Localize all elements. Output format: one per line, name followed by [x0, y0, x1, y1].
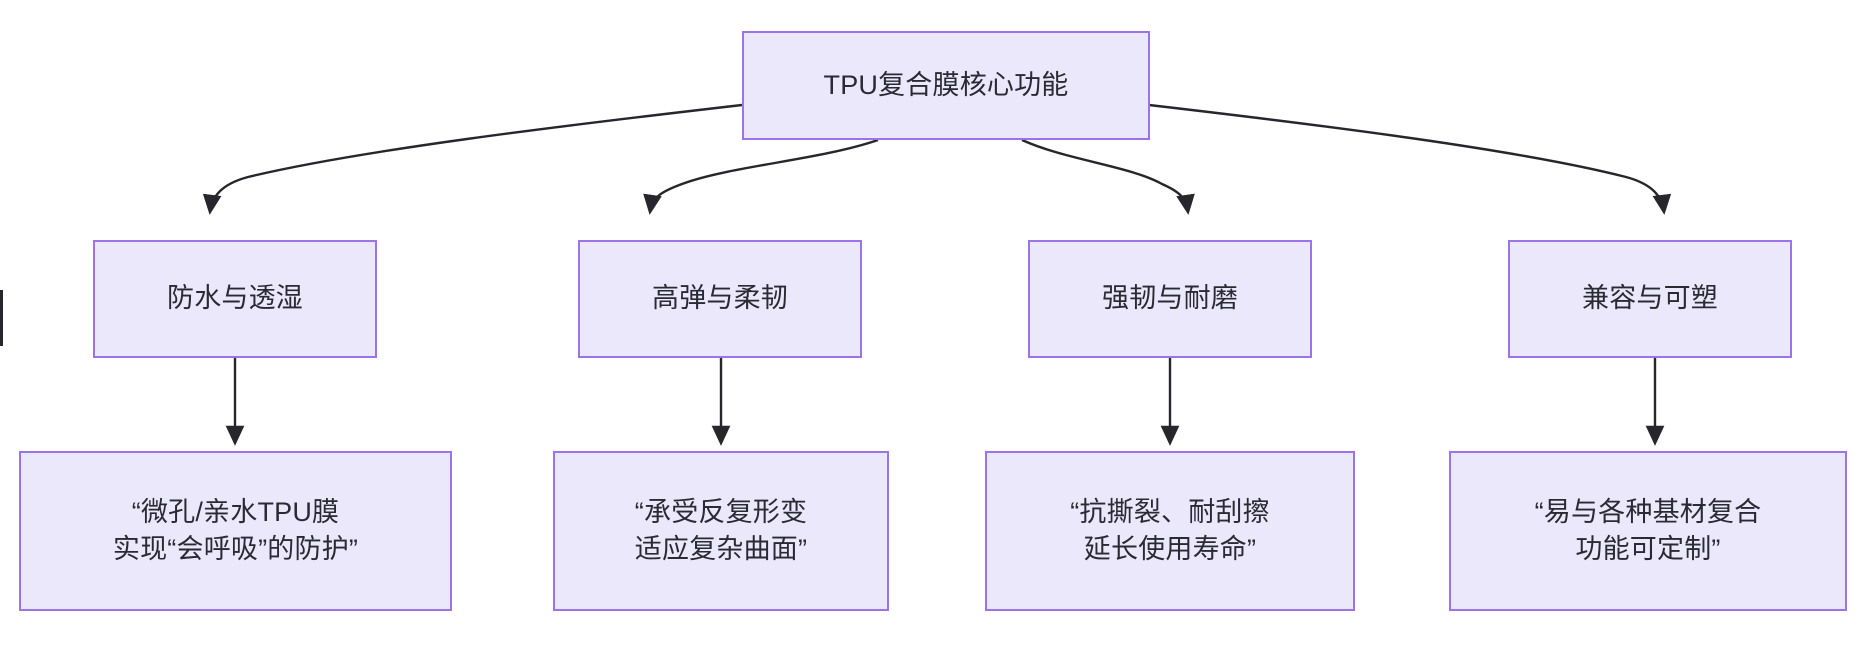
node-branch-2[interactable]: 高弹与柔韧	[578, 240, 862, 358]
node-root-label: TPU复合膜核心功能	[823, 69, 1069, 100]
node-leaf-1[interactable]: “微孔/亲水TPU膜 实现“会呼吸”的防护”	[19, 451, 452, 611]
node-branch-4[interactable]: 兼容与可塑	[1508, 240, 1792, 358]
node-leaf-3[interactable]: “抗撕裂、耐刮擦 延长使用寿命”	[985, 451, 1355, 611]
node-leaf-2-label: “承受反复形变 适应复杂曲面”	[634, 496, 808, 564]
node-leaf-2[interactable]: “承受反复形变 适应复杂曲面”	[553, 451, 889, 611]
node-leaf-3-label: “抗撕裂、耐刮擦 延长使用寿命”	[1070, 496, 1270, 564]
edge-root-to-branch-2	[643, 138, 879, 215]
node-branch-1[interactable]: 防水与透湿	[93, 240, 377, 358]
node-branch-3[interactable]: 强韧与耐磨	[1028, 240, 1312, 358]
clipped-edge-fragment	[0, 290, 3, 346]
node-leaf-4[interactable]: “易与各种基材复合 功能可定制”	[1449, 451, 1847, 611]
node-branch-3-label: 强韧与耐磨	[1102, 283, 1238, 314]
node-branch-1-label: 防水与透湿	[167, 283, 303, 314]
node-root[interactable]: TPU复合膜核心功能	[742, 31, 1150, 140]
edge-root-to-branch-4	[1148, 103, 1672, 215]
node-branch-2-label: 高弹与柔韧	[652, 283, 788, 314]
edge-root-to-branch-3	[1021, 138, 1195, 215]
node-leaf-4-label: “易与各种基材复合 功能可定制”	[1534, 496, 1762, 564]
node-branch-4-label: 兼容与可塑	[1582, 283, 1718, 314]
node-leaf-1-label: “微孔/亲水TPU膜 实现“会呼吸”的防护”	[112, 496, 359, 564]
edge-root-to-branch-1	[202, 103, 743, 215]
